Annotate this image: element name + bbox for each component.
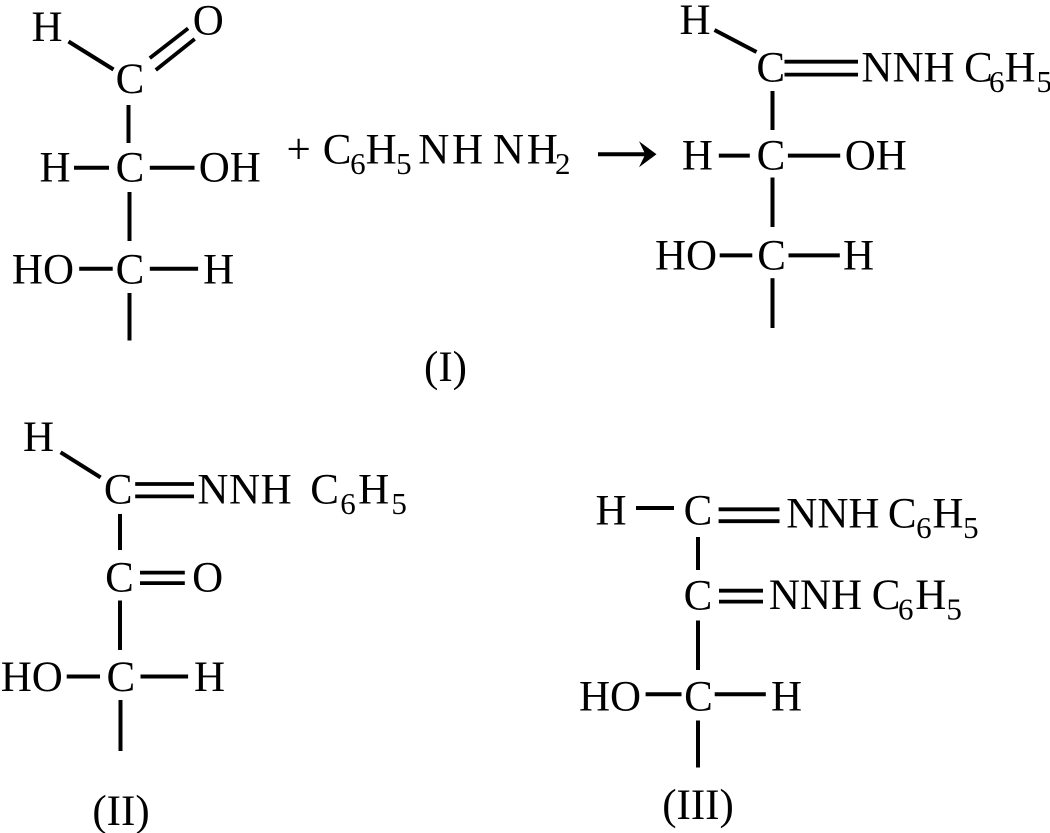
- svg-text:H: H: [595, 488, 626, 535]
- svg-text:H: H: [31, 4, 62, 51]
- svg-text:5: 5: [946, 592, 962, 627]
- svg-text:OH: OH: [845, 133, 907, 180]
- svg-text:C: C: [964, 44, 993, 91]
- svg-text:6: 6: [898, 592, 914, 627]
- svg-text:N: N: [493, 127, 524, 174]
- svg-text:H: H: [23, 414, 54, 461]
- svg-text:OH: OH: [199, 145, 261, 192]
- svg-text:C: C: [104, 466, 133, 513]
- svg-text:5: 5: [391, 486, 407, 521]
- svg-text:H: H: [194, 654, 225, 701]
- svg-text:C: C: [106, 654, 135, 701]
- svg-text:NNH: NNH: [769, 572, 862, 619]
- svg-text:H: H: [452, 127, 483, 174]
- svg-text:HO: HO: [12, 247, 74, 294]
- svg-text:N: N: [418, 127, 449, 174]
- svg-text:HO: HO: [579, 674, 641, 721]
- svg-text:NNH: NNH: [786, 491, 879, 538]
- svg-text:C: C: [116, 56, 145, 103]
- svg-text:C: C: [684, 488, 713, 535]
- svg-text:H: H: [679, 0, 710, 44]
- svg-text:H: H: [1005, 44, 1036, 91]
- svg-text:C: C: [757, 232, 786, 279]
- svg-text:(II): (II): [92, 788, 149, 833]
- svg-text:5: 5: [1037, 64, 1050, 99]
- svg-text:C: C: [105, 555, 134, 602]
- svg-text:O: O: [193, 0, 224, 45]
- svg-text:2: 2: [555, 146, 571, 181]
- svg-text:C: C: [756, 44, 785, 91]
- svg-text:C: C: [323, 127, 352, 174]
- svg-text:H: H: [771, 674, 802, 721]
- svg-text:C: C: [116, 145, 145, 192]
- svg-text:6: 6: [340, 486, 356, 521]
- svg-text:(I): (I): [424, 344, 467, 391]
- svg-text:O: O: [192, 555, 223, 602]
- svg-text:H: H: [843, 232, 874, 279]
- svg-text:5: 5: [396, 146, 412, 181]
- svg-text:H: H: [358, 466, 389, 513]
- svg-text:N: N: [197, 466, 228, 513]
- svg-text:HO: HO: [655, 232, 717, 279]
- svg-text:C: C: [684, 573, 713, 620]
- svg-text:6: 6: [916, 510, 932, 545]
- svg-text:H: H: [203, 247, 234, 294]
- svg-text:+: +: [287, 127, 311, 174]
- svg-text:H: H: [932, 491, 963, 538]
- svg-text:5: 5: [963, 510, 979, 545]
- svg-text:C: C: [757, 133, 786, 180]
- svg-text:C: C: [888, 491, 917, 538]
- svg-text:H: H: [682, 133, 713, 180]
- svg-text:C: C: [116, 247, 145, 294]
- svg-text:C: C: [310, 466, 339, 513]
- svg-text:NNH: NNH: [861, 44, 954, 91]
- svg-text:6: 6: [989, 64, 1005, 99]
- svg-text:6: 6: [350, 146, 366, 181]
- svg-text:N: N: [229, 466, 260, 513]
- svg-text:HO: HO: [1, 654, 63, 701]
- svg-text:(III): (III): [662, 782, 734, 829]
- svg-text:C: C: [684, 674, 713, 721]
- svg-text:H: H: [915, 572, 946, 619]
- svg-text:H: H: [261, 466, 292, 513]
- svg-text:C: C: [872, 572, 901, 619]
- svg-text:H: H: [366, 127, 397, 174]
- svg-text:H: H: [527, 127, 558, 174]
- svg-text:H: H: [39, 145, 70, 192]
